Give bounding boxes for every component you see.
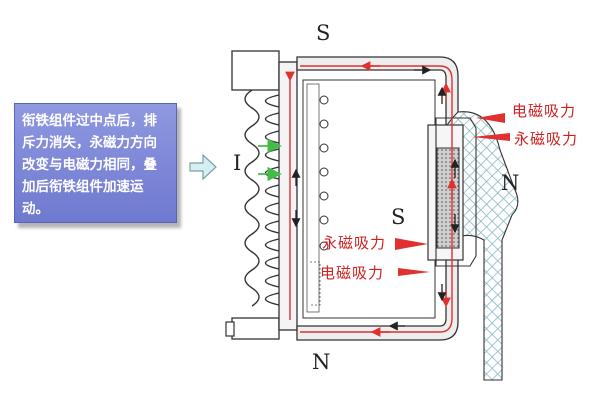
force-pointers — [395, 113, 510, 276]
pointer-arrow — [189, 153, 217, 181]
force-label-em-top: 电磁吸力 — [512, 102, 577, 120]
bottom-end-block — [231, 317, 280, 340]
pole-label-top: S — [316, 21, 331, 45]
coil-label: I — [233, 151, 242, 175]
top-end-block — [231, 50, 280, 91]
magnet-core — [436, 147, 460, 249]
explanation-text: 衔铁组件过中点后，排斥力消失，永磁力方向改变与电磁力相同，叠加后衔铁组件加速运动… — [22, 113, 157, 217]
outer-yoke-frame — [296, 56, 459, 341]
explanation-note: 衔铁组件过中点后，排斥力消失，永磁力方向改变与电磁力相同，叠加后衔铁组件加速运动… — [14, 103, 177, 223]
field-arrows — [291, 65, 460, 331]
pole-label-right: N — [501, 171, 520, 195]
force-label-pm-bottom: 永磁吸力 — [322, 234, 387, 252]
coil-winding-dots — [319, 95, 329, 251]
spring-coil — [244, 89, 280, 307]
left-yoke — [278, 61, 298, 331]
pole-label-mid: S — [391, 205, 406, 229]
pole-label-bottom: N — [312, 350, 331, 374]
motion-arrows — [258, 138, 282, 182]
force-label-pm-top: 永磁吸力 — [514, 130, 579, 148]
force-label-em-bottom: 电磁吸力 — [320, 264, 385, 282]
